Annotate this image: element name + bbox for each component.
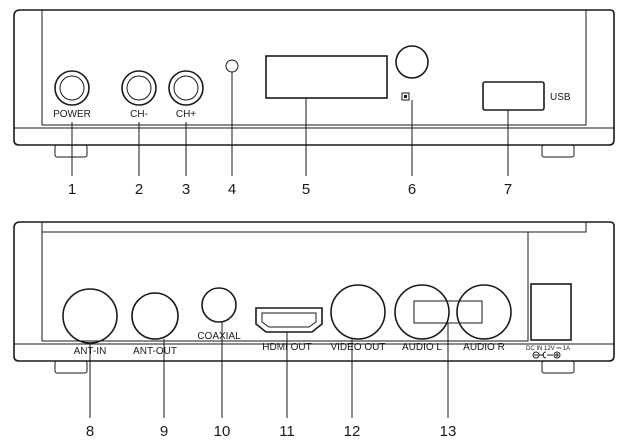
- audio-r-port[interactable]: [456, 284, 512, 340]
- ant-in-port[interactable]: [62, 288, 118, 344]
- callout-13: 13: [440, 423, 457, 440]
- dc-polarity-icon: [532, 351, 561, 359]
- coaxial-label: COAXIAL: [197, 331, 241, 342]
- callout-3: 3: [182, 181, 190, 198]
- callout-4: 4: [228, 181, 236, 198]
- rear-panel: ANT-IN ANT-OUT COAXIAL HDMI OUT VIDEO OU…: [13, 221, 615, 374]
- video-out-label: VIDEO OUT: [330, 342, 385, 353]
- ir-icon: [401, 92, 410, 101]
- callout-9: 9: [160, 423, 168, 440]
- callout-10: 10: [214, 423, 231, 440]
- power-button[interactable]: [54, 70, 90, 106]
- callout-2: 2: [135, 181, 143, 198]
- dc-in-label: DC IN 12V ⎓ 1A: [526, 346, 570, 352]
- indicator-led: [225, 59, 239, 73]
- ch-plus-button[interactable]: [168, 70, 204, 106]
- ir-receiver: [395, 45, 429, 79]
- dc-in-port[interactable]: [530, 283, 572, 341]
- ch-minus-label: CH-: [130, 109, 148, 120]
- ant-out-port[interactable]: [131, 292, 179, 340]
- audio-r-label: AUDIO R: [463, 342, 505, 353]
- coaxial-port[interactable]: [201, 287, 237, 323]
- audio-l-label: AUDIO L: [402, 342, 442, 353]
- callout-1: 1: [68, 181, 76, 198]
- display-window: [265, 55, 388, 99]
- front-leaders: [71, 72, 509, 176]
- hdmi-out-port[interactable]: [255, 307, 323, 333]
- callout-12: 12: [344, 423, 361, 440]
- ant-out-label: ANT-OUT: [133, 346, 177, 357]
- callout-8: 8: [86, 423, 94, 440]
- rear-leaders: [89, 322, 449, 418]
- callout-7: 7: [504, 181, 512, 198]
- ch-minus-button[interactable]: [121, 70, 157, 106]
- usb-label: USB: [550, 92, 571, 103]
- front-panel: POWER CH- CH+ USB: [13, 9, 615, 158]
- callout-6: 6: [408, 181, 416, 198]
- callout-5: 5: [302, 181, 310, 198]
- ch-plus-label: CH+: [176, 109, 196, 120]
- callout-11: 11: [279, 423, 295, 440]
- audio-l-port[interactable]: [394, 284, 450, 340]
- power-label: POWER: [53, 109, 91, 120]
- video-out-port[interactable]: [330, 284, 386, 340]
- usb-port[interactable]: [482, 81, 545, 111]
